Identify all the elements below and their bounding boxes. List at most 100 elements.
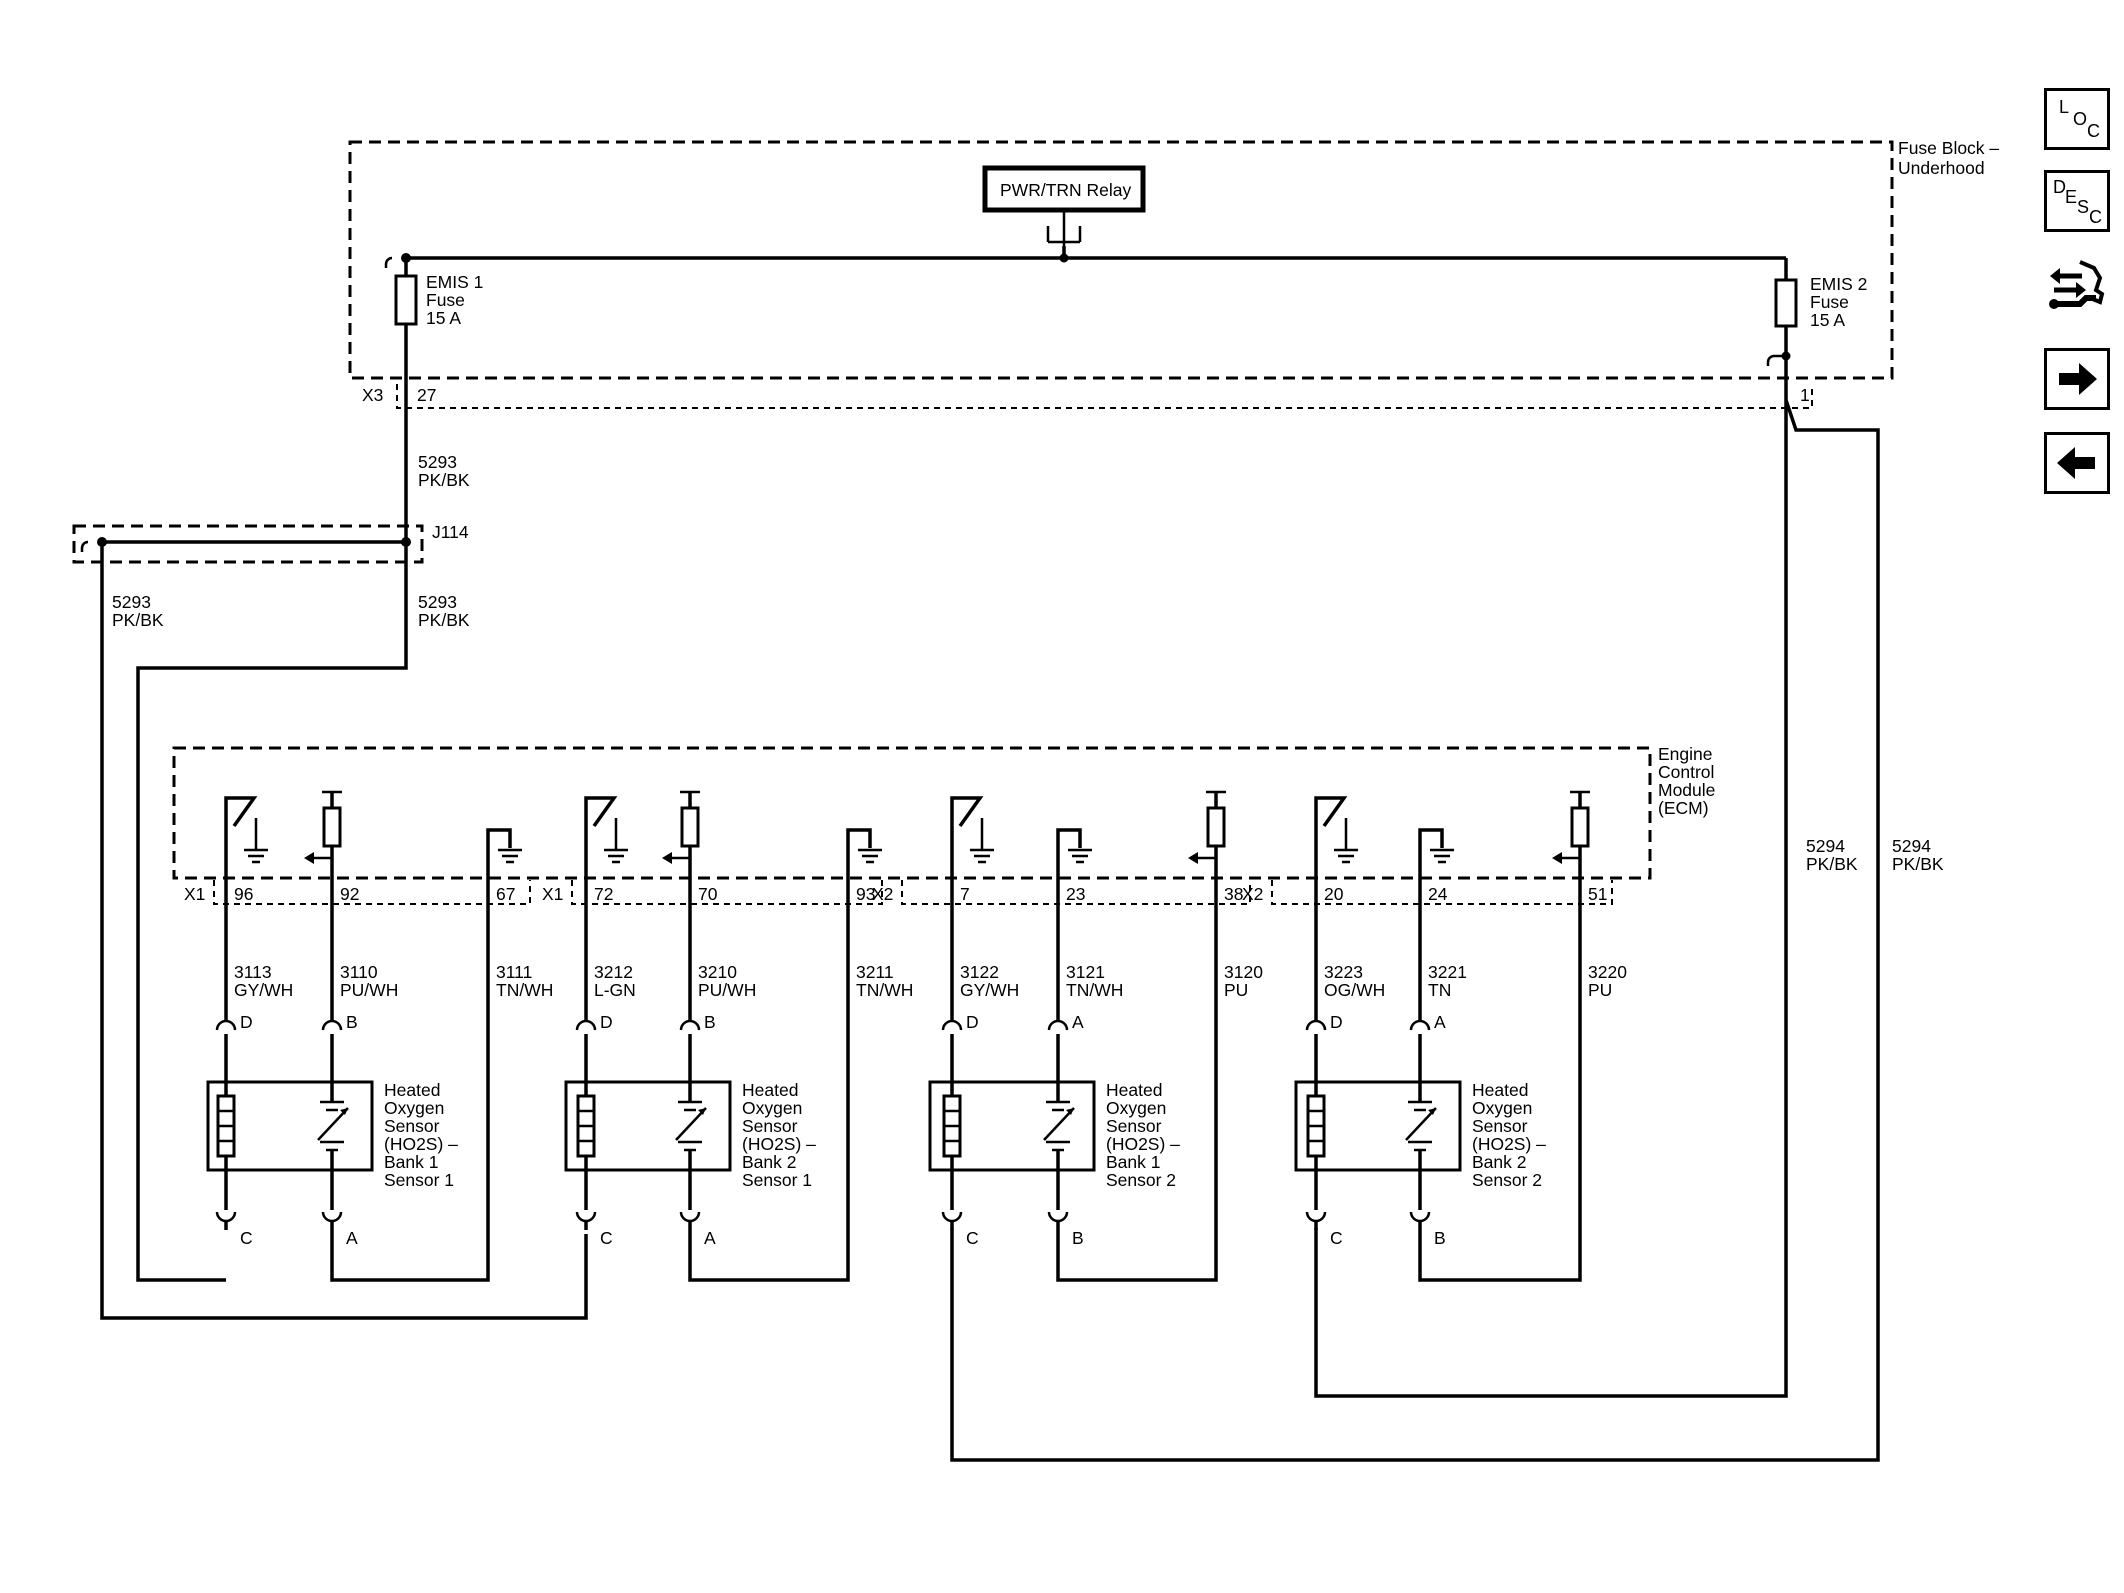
sensor-label: Sensor [742,1116,798,1136]
sensor-pin-label: A [346,1228,358,1248]
circuit-number-label: 3111 [496,962,532,982]
circuit-5294: 5294 PK/BK 5294 PK/BK [950,356,1944,1462]
ecm-internal-src [1188,790,1226,870]
wire-label: PK/BK [418,470,470,490]
emis1-fuse [394,274,418,326]
sensor-pin-label: D [240,1012,253,1032]
sensor-label: Heated [1472,1080,1528,1100]
sensor-label: Oxygen [1106,1098,1166,1118]
sensor-pin-label: C [1330,1228,1343,1248]
emis1-label: Fuse [426,290,465,310]
wire-label: 5293 [418,452,457,472]
pin-number-label: 70 [698,884,718,904]
desc-icon: D E S C [2053,177,2102,227]
pin-number-label: 92 [340,884,359,904]
pin-number-label: 72 [594,884,613,904]
sensor-label: Bank 2 [742,1152,796,1172]
x3-connector-label: X3 [362,385,383,405]
pin-number-label: 93 [856,884,875,904]
connector-label: X2 [872,884,893,904]
navigation-panel: L O C D E S C [2014,0,2124,520]
circuit-number-label: 3110 [340,962,378,982]
splice-j114-label: J114 [432,522,469,542]
wire-color-label: PU/WH [698,980,756,1000]
fuse-block: Fuse Block – Underhood PWR/TRN Relay EMI… [348,138,1999,409]
connector-tool-icon [2049,260,2105,309]
pwr-trn-relay-label: PWR/TRN Relay [1000,180,1132,200]
sensor-pin-label: B [1072,1228,1084,1248]
sensor-label: Sensor 1 [742,1170,812,1190]
sensor-label: Sensor 2 [1106,1170,1176,1190]
sensor-label: (HO2S) – [742,1134,816,1154]
ecm-internal-gnd [1418,828,1454,870]
circuit-number-label: 3211 [856,962,894,982]
connector-label: X1 [184,884,205,904]
previous-button[interactable] [2044,432,2110,494]
wire-color-label: PU/WH [340,980,398,1000]
ecm-internal-sw [1314,796,1358,870]
desc-button[interactable]: D E S C [2044,170,2110,232]
sensor-pin-label: D [1330,1012,1343,1032]
next-button[interactable] [2044,348,2110,410]
circuit-number-label: 3221 [1428,962,1467,982]
sensor-label: Sensor [1106,1116,1162,1136]
sensor-label: Oxygen [1472,1098,1532,1118]
wire-label: 5294 [1892,836,1931,856]
connector-label: X1 [542,884,563,904]
sensor-pin-label: C [600,1228,613,1248]
ecm-internal-sw [950,796,994,870]
sensor-label: Sensor [1472,1116,1528,1136]
connector-label: X2 [1242,884,1263,904]
loc-icon: L O C [2059,97,2100,141]
connector-tool-button[interactable] [2044,252,2110,314]
wire-label: 5293 [112,592,151,612]
emis2-fuse [1774,278,1798,328]
svg-text:C: C [2087,121,2100,141]
fuse-block-label: Underhood [1898,158,1985,178]
ecm-internal-sw [584,796,628,870]
circuit-number-label: 3120 [1224,962,1263,982]
circuit-number-label: 3223 [1324,962,1363,982]
sensor-pin-label: B [346,1012,358,1032]
sensor-label: Heated [1106,1080,1162,1100]
loc-button[interactable]: L O C [2044,88,2110,150]
sensor-label: (HO2S) – [1472,1134,1546,1154]
svg-text:L: L [2059,97,2069,117]
wire-label: PK/BK [1892,854,1944,874]
circuit-number-label: 3121 [1066,962,1105,982]
emis2-label: Fuse [1810,292,1849,312]
ecm-connector-rows [213,880,1613,905]
pin-number-label: 51 [1588,884,1607,904]
ecm-internal-gnd [486,828,522,870]
wire-color-label: TN/WH [1066,980,1123,1000]
ecm-internal-gnd [846,828,882,870]
wire-color-label: TN/WH [856,980,913,1000]
ecm: Engine Control Module (ECM) [172,744,1715,1020]
arrow-left-icon [2057,447,2095,479]
sensor-label: Heated [742,1080,798,1100]
sensor-label: Oxygen [742,1098,802,1118]
emis1-label: EMIS 1 [426,272,483,292]
fuse-block-label: Fuse Block – [1898,138,1999,158]
wire-color-label: L-GN [594,980,636,1000]
pin-1-label: 1 [1800,385,1810,405]
sensor-label: Sensor [384,1116,440,1136]
sensor-label: Bank 1 [384,1152,438,1172]
circuit-number-label: 3122 [960,962,999,982]
pin-number-label: 38 [1224,884,1243,904]
sensor-pin-label: A [1072,1012,1084,1032]
ecm-internal-src [662,790,700,870]
sensor-pin-label: B [1434,1228,1446,1248]
sensor-label: Sensor 1 [384,1170,454,1190]
sensor-label: Bank 2 [1472,1152,1526,1172]
wire-label: 5293 [418,592,457,612]
svg-text:O: O [2073,109,2087,129]
emis2-label: EMIS 2 [1810,274,1867,294]
wire-color-label: OG/WH [1324,980,1385,1000]
sensor-label: (HO2S) – [1106,1134,1180,1154]
sensor-label: Bank 1 [1106,1152,1160,1172]
